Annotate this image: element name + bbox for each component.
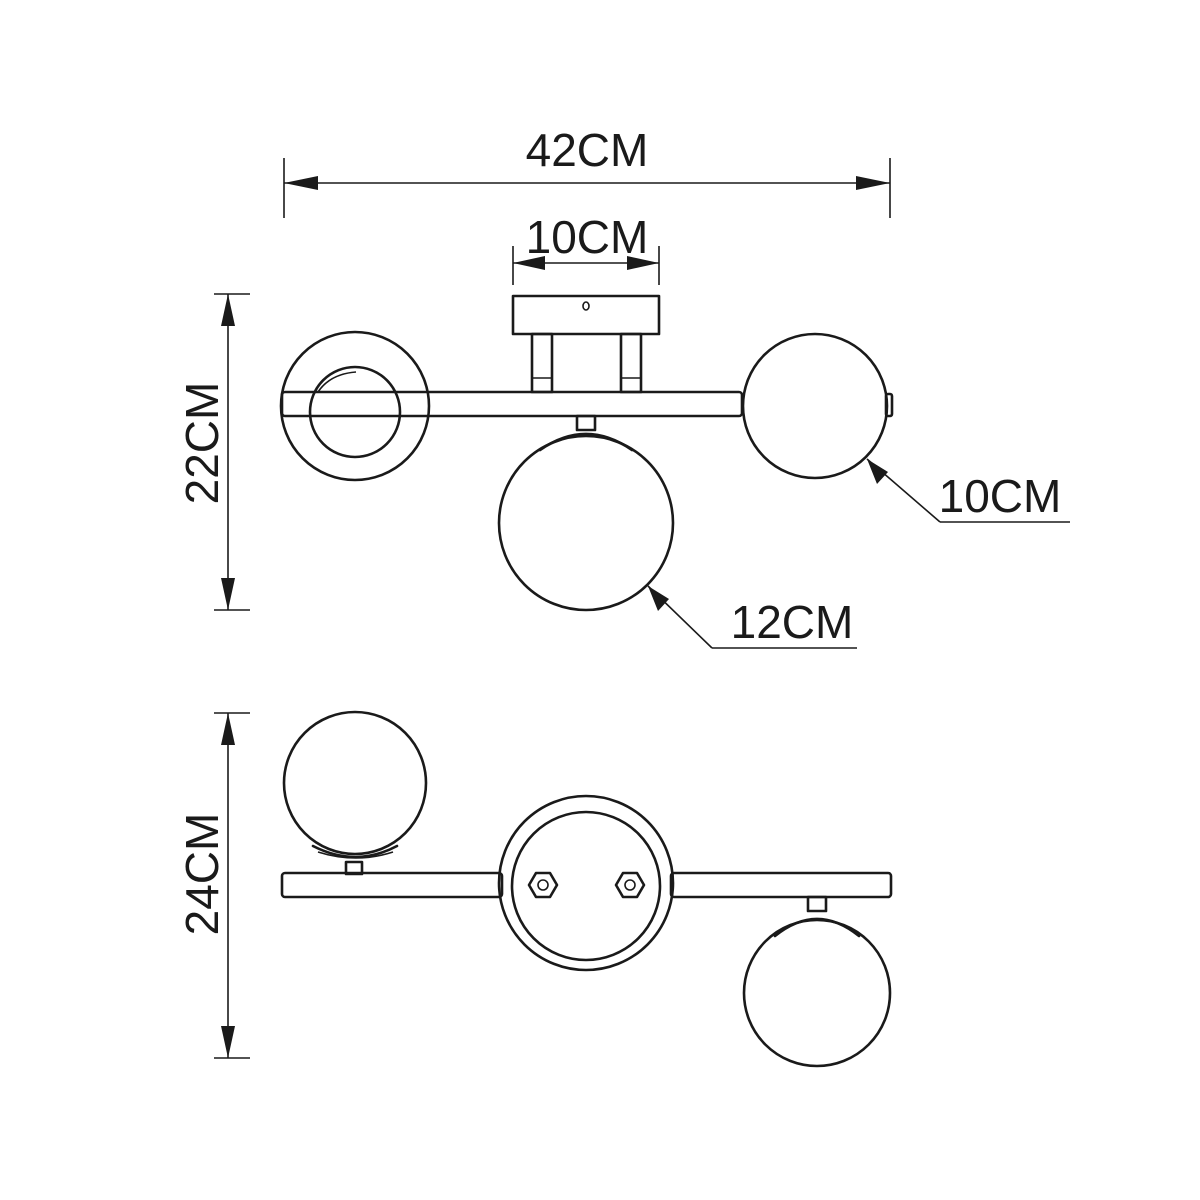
large-globe-label: 12CM [731,596,854,648]
mounting-nuts [527,871,646,899]
front-view: 42CM 10CM 22CM [176,124,1070,649]
top-depth-dimension: 24CM [176,712,250,1059]
top-view: 24CM [176,710,893,1068]
front-height-dimension: 22CM [176,293,250,611]
small-globe-label: 10CM [939,470,1062,522]
hex-nut-left [527,871,559,899]
top-canopy [497,794,675,972]
overall-width-dimension: 42CM [283,124,891,218]
canopy-rods [530,332,643,394]
ceiling-canopy [511,294,661,336]
top-arm [280,871,893,899]
hex-nut-right [614,871,646,899]
front-height-label: 22CM [176,382,228,505]
small-globe [741,332,894,480]
front-arm [280,390,744,418]
large-globe-leader: 12CM [647,585,857,649]
top-right-globe [742,895,892,1068]
overall-width-label: 42CM [526,124,649,176]
canopy-width-dimension: 10CM [512,211,660,285]
top-depth-label: 24CM [176,813,228,936]
left-globe-rear [279,330,431,482]
small-globe-leader: 10CM [866,458,1070,523]
canopy-width-label: 10CM [526,211,649,263]
top-left-globe [282,710,428,876]
large-globe [497,414,675,612]
